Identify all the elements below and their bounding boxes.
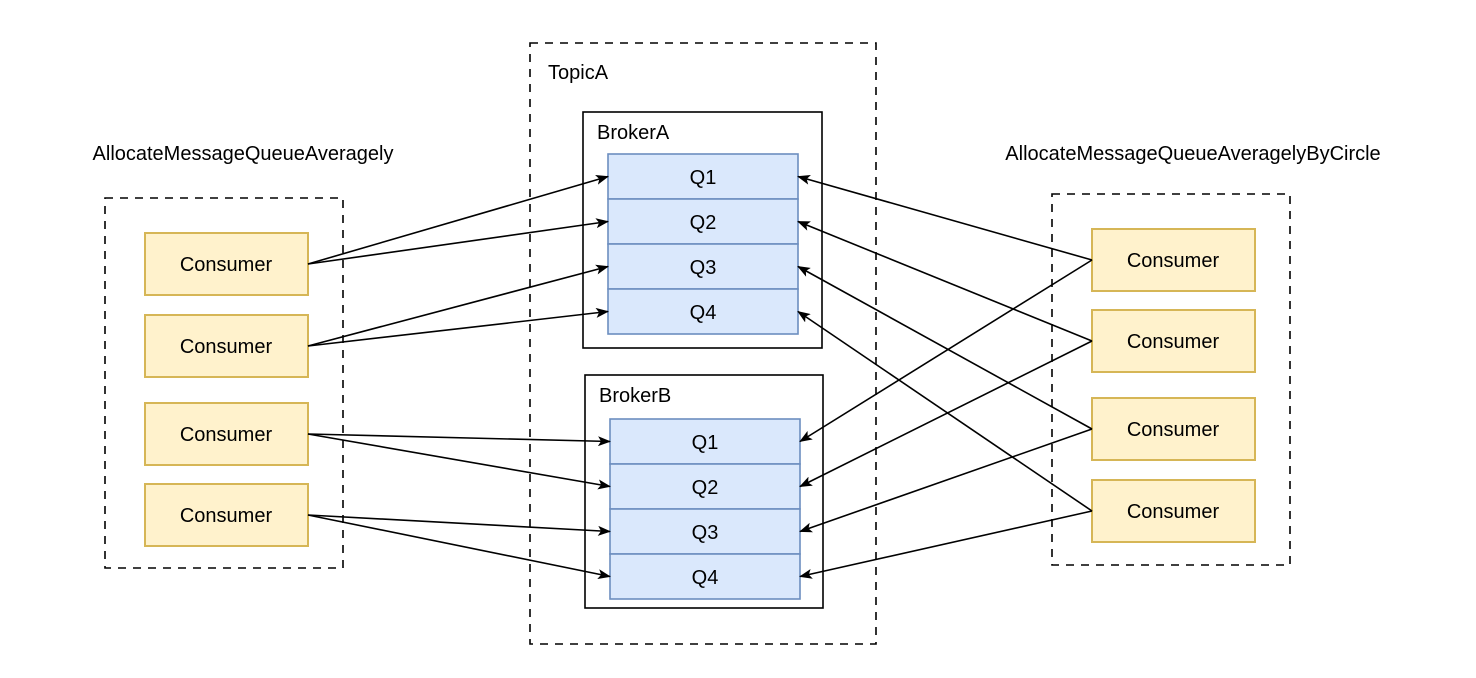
consumer-box [144,483,309,547]
queue-box-a4 [607,288,799,335]
edge-right-c3-bA-q3 [797,265,1093,430]
edge-right-c2-bB-q2 [799,340,1093,488]
queue-box-b4 [609,553,801,600]
consumer-label: Consumer [180,505,273,527]
consumer-box [1091,309,1256,373]
edge-left-c2-bA-q4 [307,307,609,347]
consumer-box [1091,479,1256,543]
edge-left-c3-bB-q2 [307,433,611,490]
queue-box-a1 [607,153,799,200]
consumer-label: Consumer [180,424,273,446]
edge-right-c3-bB-q3 [799,428,1093,533]
broker-a: BrokerA Q1 Q2 Q3 Q4 [582,111,823,349]
queue-label: Q4 [690,302,717,324]
consumer-label: Consumer [1127,250,1220,272]
right-consumer-node: Consumer [1091,397,1256,461]
right-consumer-node: Consumer [1091,228,1256,292]
edge-left-c3-bB-q1 [307,433,611,447]
right-consumer-node: Consumer [1091,309,1256,373]
left-consumer-node: Consumer [144,232,309,296]
queue-label: Q1 [690,167,717,189]
right-group-title: AllocateMessageQueueAveragelyByCircle [1005,143,1380,165]
edge-right-c1-bB-q1 [799,259,1093,443]
queue-label: Q2 [690,212,717,234]
edge-left-c1-bA-q1 [307,175,609,265]
consumer-label: Consumer [1127,501,1220,523]
queue-label: Q3 [690,257,717,279]
queue-box-b2 [609,463,801,510]
queue-label: Q1 [692,432,719,454]
edges-layer [307,174,1093,580]
queue-label: Q3 [692,522,719,544]
edge-right-c4-bA-q4 [797,310,1093,512]
edge-right-c2-bA-q2 [797,220,1093,342]
consumer-label: Consumer [180,254,273,276]
edge-right-c1-bA-q1 [797,174,1093,261]
right-consumer-node: Consumer [1091,479,1256,543]
consumer-label: Consumer [1127,331,1220,353]
broker-label: BrokerA [597,122,670,144]
queue-box-a2 [607,198,799,245]
left-consumer-node: Consumer [144,483,309,547]
consumer-box [144,402,309,466]
consumer-label: Consumer [1127,419,1220,441]
left-consumer-node: Consumer [144,402,309,466]
edge-left-c4-bB-q4 [307,514,611,580]
consumer-box [1091,397,1256,461]
left-group-dashed-box [104,197,344,569]
topic-label: TopicA [548,62,609,84]
consumer-label: Consumer [180,336,273,358]
broker-label: BrokerB [599,385,671,407]
left-group-title: AllocateMessageQueueAveragely [93,143,394,165]
queue-box-b1 [609,418,801,465]
edge-right-c4-bB-q4 [799,510,1093,579]
edge-left-c1-bA-q2 [307,218,609,265]
consumer-box [144,232,309,296]
left-consumer-node: Consumer [144,314,309,378]
consumer-box [1091,228,1256,292]
right-group-dashed-box [1051,193,1291,566]
consumer-box [144,314,309,378]
broker-b: BrokerB Q1 Q2 Q3 Q4 [584,374,824,609]
edge-left-c4-bB-q3 [307,514,611,536]
queue-box-b3 [609,508,801,555]
queue-label: Q4 [692,567,719,589]
queue-box-a3 [607,243,799,290]
edge-left-c2-bA-q3 [307,264,609,347]
queue-label: Q2 [692,477,719,499]
topic-dashed-box [529,42,877,645]
